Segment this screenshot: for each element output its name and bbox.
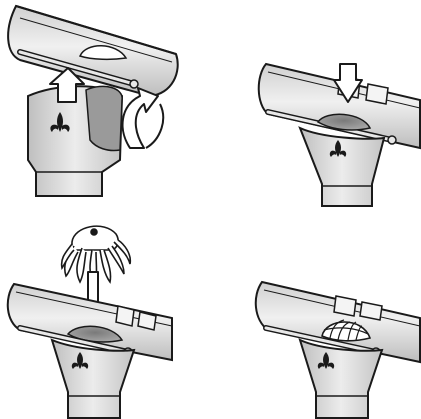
panel-step-2 (257, 62, 421, 207)
fleur-de-lis-icon (71, 352, 89, 369)
gutter-outlet (298, 338, 384, 419)
fleur-de-lis-icon (50, 112, 70, 132)
leaf-guard-installed (321, 319, 372, 342)
gutter-rim (15, 5, 177, 55)
gutter-body (6, 282, 173, 362)
panel-step-4 (254, 280, 421, 419)
outlet-tab (365, 83, 389, 105)
outlet-tongue (85, 85, 123, 152)
gutter-outlet (298, 126, 386, 207)
down-arrow-icon (333, 63, 363, 103)
gutter-hole (316, 113, 372, 131)
panel-step-3 (6, 225, 173, 419)
gutter-hole (78, 45, 128, 61)
leaf-guard-basket (60, 225, 132, 286)
curved-arrow-icon (121, 87, 165, 149)
fleur-de-lis-icon (317, 352, 335, 369)
fleur-de-lis-icon (329, 140, 347, 157)
panel-step-1 (7, 4, 179, 197)
up-arrow-icon (49, 67, 85, 103)
gutter-outlet (50, 338, 136, 419)
